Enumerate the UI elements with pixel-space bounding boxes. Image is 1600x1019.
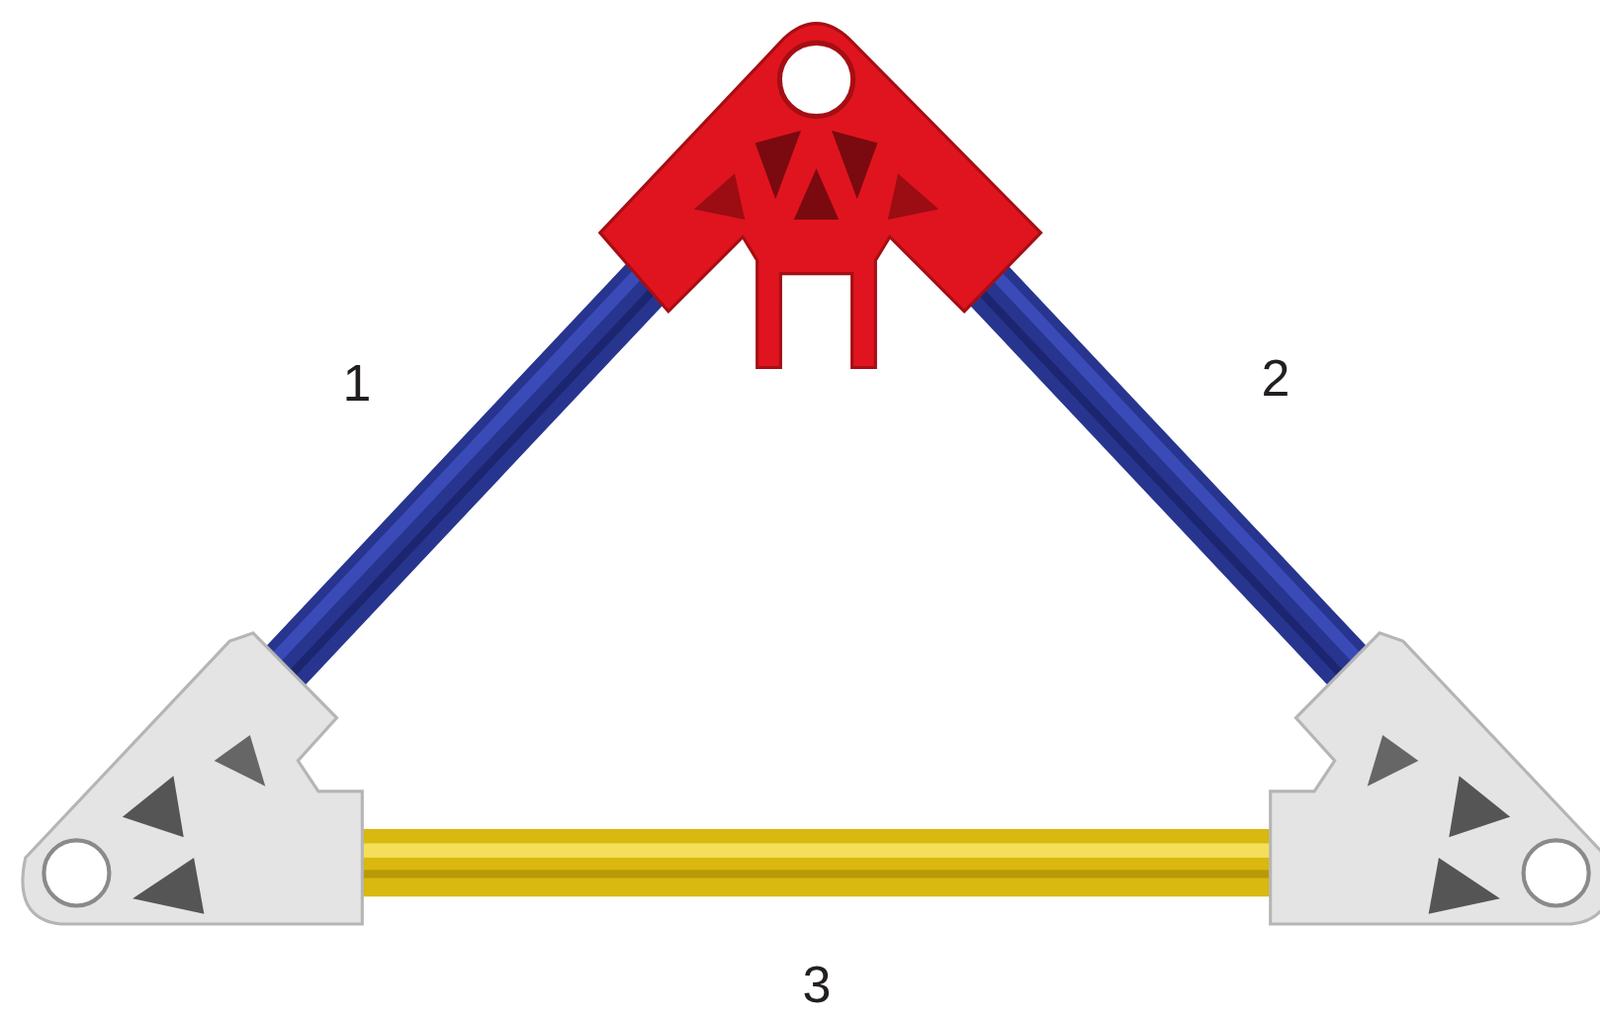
connector-hole <box>43 839 109 905</box>
rod-highlight <box>225 256 655 711</box>
connector-body <box>600 23 1042 368</box>
rod-highlight <box>977 256 1408 711</box>
connector-cutout <box>122 775 184 837</box>
connector-cutout <box>214 734 267 787</box>
connector-cutout <box>694 173 746 219</box>
connector-hole <box>779 42 853 116</box>
connector-cutout <box>132 857 204 914</box>
callout-number: 1 <box>343 356 372 409</box>
connector-cutout <box>888 173 940 219</box>
rod-groove <box>243 272 670 724</box>
connector-body <box>22 632 362 924</box>
rod-body <box>229 828 1414 896</box>
red-connector <box>600 23 1042 368</box>
connector-cutout <box>1428 857 1501 914</box>
connector-cutout <box>794 168 839 220</box>
connector-cutout <box>1448 775 1511 837</box>
connector-hole <box>1523 839 1590 905</box>
connector-body <box>1270 632 1600 924</box>
callout-number: 3 <box>802 958 832 1010</box>
yellow-rod <box>228 828 1415 896</box>
connector-cutout <box>1367 734 1420 787</box>
rod-highlight <box>306 842 1337 857</box>
grey-connector <box>1270 632 1600 924</box>
callout-number: 2 <box>1261 352 1291 404</box>
rod-groove <box>963 272 1390 724</box>
grey-connector <box>22 632 362 924</box>
connector-cutout <box>831 130 878 199</box>
connector-cutout <box>755 130 801 199</box>
rod-groove <box>306 869 1337 878</box>
